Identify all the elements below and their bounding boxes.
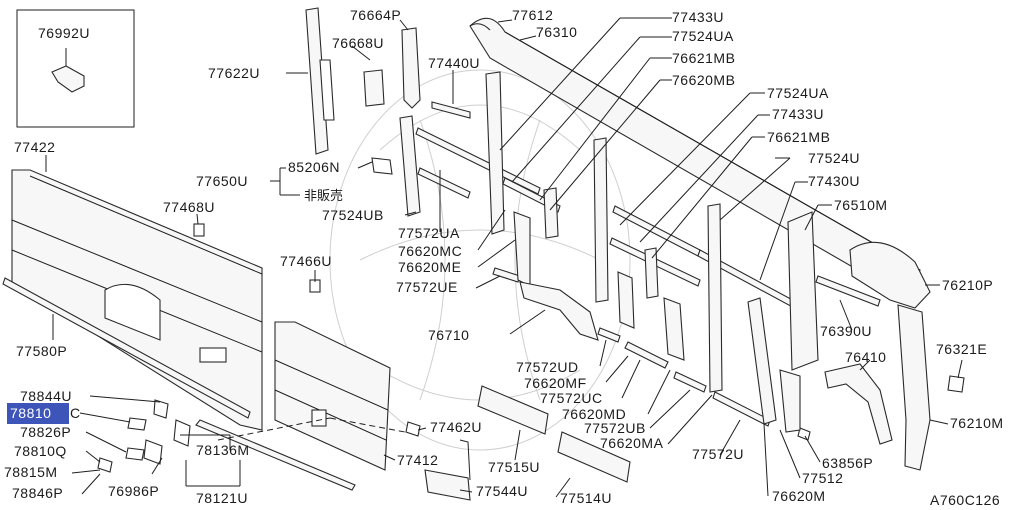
callout-76210M[interactable]: 76210M [950,415,1004,431]
callout-77440U[interactable]: 77440U [428,55,480,71]
callout-77468U[interactable]: 77468U [163,199,215,215]
watermark-emblem [329,69,631,451]
callout-76620MB[interactable]: 76620MB [672,72,735,88]
callout-77650U[interactable]: 77650U [196,173,248,189]
callout-77422[interactable]: 77422 [14,139,55,155]
callout-77514U[interactable]: 77514U [560,490,612,506]
vertical-pillars [363,27,819,425]
callout-77433U-a[interactable]: 77433U [672,9,724,25]
callout-78810Q[interactable]: 78810Q [14,443,67,459]
bracket-77544U [424,439,471,501]
callout-77430U[interactable]: 77430U [808,173,860,189]
callout-77466U[interactable]: 77466U [280,253,332,269]
callout-77433U-b[interactable]: 77433U [772,106,824,122]
molding-77580P [2,277,251,419]
callout-76621MB-b[interactable]: 76621MB [767,129,830,145]
callout-63856P[interactable]: 63856P [822,455,873,471]
callout-78826P[interactable]: 78826P [20,424,71,440]
molding-bottom [195,419,356,491]
callout-76620MA[interactable]: 76620MA [600,435,664,451]
callout-77524UB[interactable]: 77524UB [322,207,384,223]
callout-76620MC[interactable]: 76620MC [398,243,462,259]
callout-76664P[interactable]: 76664P [350,7,401,23]
callout-77462U[interactable]: 77462U [430,419,482,435]
rear-rail-76210P [849,241,931,309]
callout-78844U[interactable]: 78844U [20,388,72,404]
callout-77524U[interactable]: 77524U [808,150,860,166]
callout-77544U[interactable]: 77544U [476,483,528,499]
callout-77572UA[interactable]: 77572UA [398,225,460,241]
reinforcement-strips [415,101,881,427]
callout-76390U[interactable]: 76390U [820,323,872,339]
inset-box-76992U [16,9,135,128]
callout-78846P[interactable]: 78846P [12,485,63,501]
callout-76620M[interactable]: 76620M [772,488,826,504]
callout-78810-suffix: C [70,405,81,421]
callout-76321E[interactable]: 76321E [936,341,987,357]
floor-panels [477,385,631,483]
callout-78136M[interactable]: 78136M [196,442,250,458]
callout-78815M[interactable]: 78815M [4,464,58,480]
callout-76710[interactable]: 76710 [428,327,469,343]
callout-77512[interactable]: 77512 [802,470,843,486]
pillar-77622U [305,7,335,155]
callout-76510M[interactable]: 76510M [834,197,888,213]
callout-77572UD[interactable]: 77572UD [516,359,579,375]
callout-77572U[interactable]: 77572U [692,446,744,462]
wheelhouse-76410 [824,363,893,445]
callout-76410[interactable]: 76410 [845,349,886,365]
callout-85206N[interactable]: 85206N [288,159,340,175]
callout-77622U[interactable]: 77622U [208,65,260,81]
dashed-connector [217,417,406,441]
callout-labels: 76992U 77622U 76664P 76668U 77612 76310 … [4,7,1004,508]
note-not-for-sale: 非販売 [304,188,343,204]
diagram-code: A760C126 [930,492,1000,508]
callout-76210P[interactable]: 76210P [942,277,993,293]
callout-77612[interactable]: 77612 [512,7,553,23]
callout-77572UE[interactable]: 77572UE [396,279,458,295]
callout-77412[interactable]: 77412 [397,452,438,468]
rear-pillar-76210M [897,304,931,471]
callout-76620MD[interactable]: 76620MD [562,406,626,422]
callout-76310[interactable]: 76310 [536,24,577,40]
callout-76620ME[interactable]: 76620ME [398,259,461,275]
callout-76621MB-a[interactable]: 76621MB [672,50,735,66]
callout-78810[interactable]: 78810 [10,405,51,421]
callout-77524UA-b[interactable]: 77524UA [767,85,829,101]
callout-77580P[interactable]: 77580P [16,343,67,359]
leader-lines [45,17,963,498]
callout-76992U[interactable]: 76992U [38,25,90,41]
small-components [97,157,965,473]
callout-76986P[interactable]: 76986P [108,483,159,499]
callout-78121U[interactable]: 78121U [196,490,248,506]
crossmember-76710 [519,281,599,341]
highlight-78810 [7,403,69,424]
callout-77515U[interactable]: 77515U [488,459,540,475]
callout-77524UA-a[interactable]: 77524UA [672,28,734,44]
callout-76620MF[interactable]: 76620MF [524,375,587,391]
rear-panel-77412 [274,321,391,471]
callout-76668U[interactable]: 76668U [332,35,384,51]
callout-77572UC[interactable]: 77572UC [540,390,603,406]
callout-77572UB[interactable]: 77572UB [584,420,646,436]
